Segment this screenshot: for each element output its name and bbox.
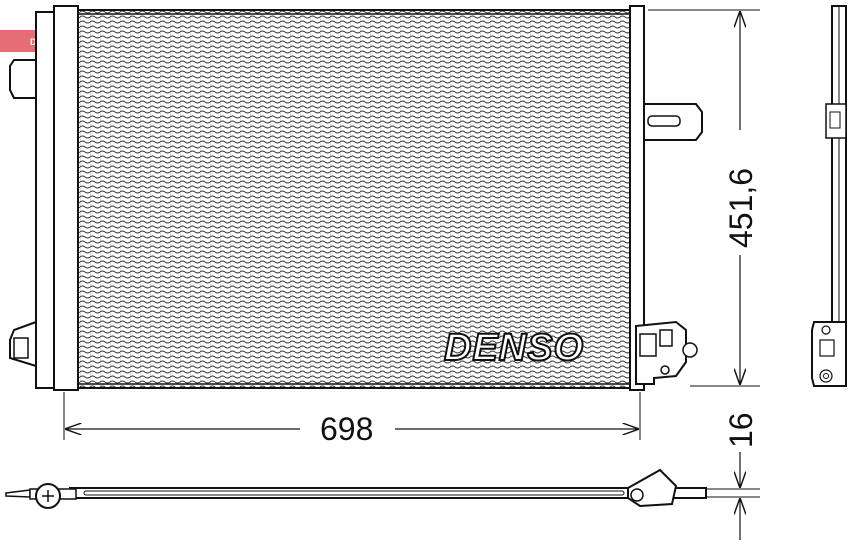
- width-value: 698: [320, 411, 373, 447]
- height-value: 451,6: [723, 168, 759, 248]
- brand-logo-text: DENSO: [444, 327, 584, 369]
- side-view: [811, 5, 847, 387]
- right-header-tank: [629, 5, 645, 391]
- depth-value: 16: [723, 412, 759, 448]
- width-dimension: 698: [63, 392, 641, 447]
- front-view: DENSO: [9, 5, 703, 391]
- height-dimension: 451,6: [648, 9, 760, 387]
- depth-dimension: 16: [706, 412, 760, 540]
- bottom-view: [5, 468, 707, 509]
- top-left-bracket: [9, 59, 37, 99]
- refrigerant-connector: [635, 320, 698, 385]
